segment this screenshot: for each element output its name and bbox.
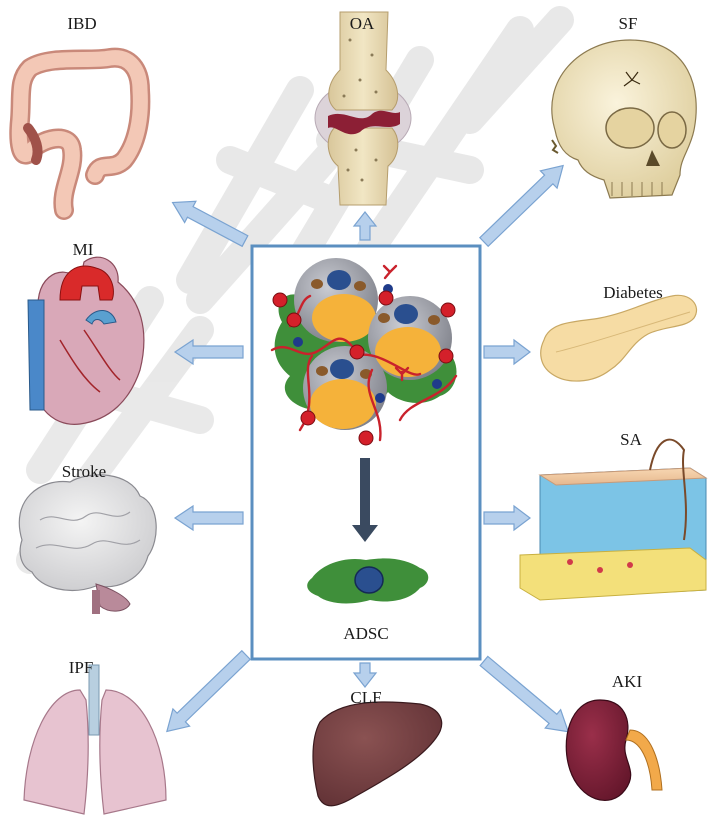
brain-illustration [19, 475, 156, 614]
knee-joint-illustration [315, 12, 411, 205]
colon-illustration [19, 58, 140, 210]
label-sa: SA [620, 430, 642, 450]
arrow-sf [476, 157, 572, 251]
pancreas-illustration [541, 295, 697, 381]
arrow-clf [354, 663, 376, 687]
arrow-ipf [159, 646, 255, 740]
skull-illustration [552, 40, 696, 198]
label-stroke: Stroke [62, 462, 106, 482]
arrow-aki [476, 652, 576, 741]
label-sf: SF [619, 14, 638, 34]
arrow-diabetes [484, 340, 530, 364]
arrow-stroke [175, 506, 243, 530]
label-diabetes: Diabetes [603, 283, 662, 303]
label-oa: OA [350, 14, 375, 34]
label-mi: MI [73, 240, 94, 260]
label-clf: CLF [350, 688, 381, 708]
arrow-sa [484, 506, 530, 530]
skin-illustration [520, 440, 706, 600]
label-adsc: ADSC [343, 624, 388, 644]
label-ibd: IBD [67, 14, 96, 34]
liver-illustration [313, 702, 442, 806]
lungs-illustration [24, 665, 166, 814]
kidney-illustration [566, 700, 662, 800]
label-ipf: IPF [69, 658, 94, 678]
label-aki: AKI [612, 672, 642, 692]
